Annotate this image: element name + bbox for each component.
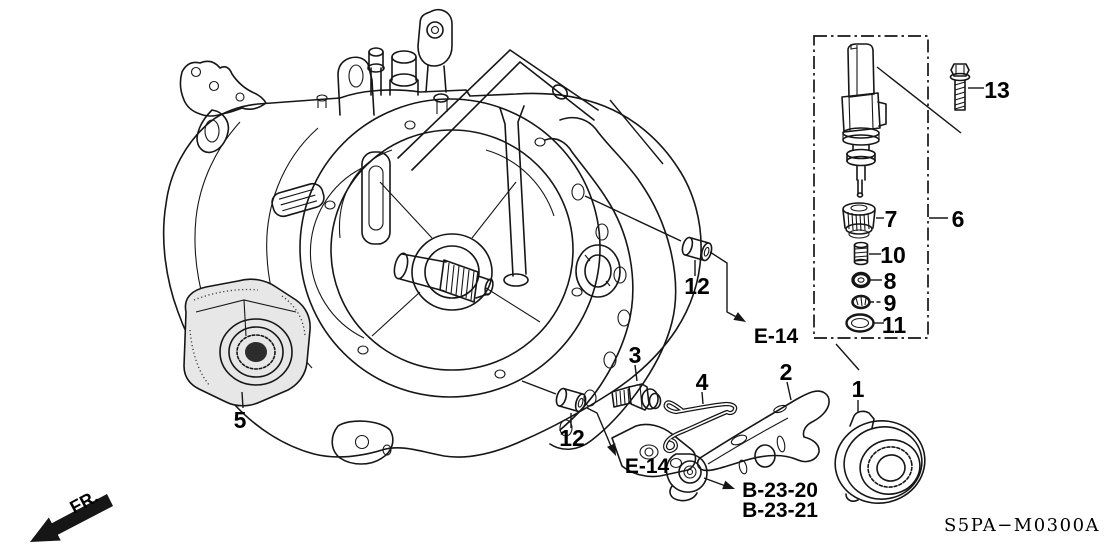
callout-9: 9 <box>884 290 897 316</box>
dowel-pin-part12-lower <box>555 387 587 413</box>
leader-lines <box>241 66 984 490</box>
release-fork-spring-part4 <box>663 400 738 454</box>
input-shaft <box>393 252 494 303</box>
callout-11: 11 <box>882 312 907 338</box>
callout-13: 13 <box>984 77 1010 103</box>
callout-8: 8 <box>884 268 897 294</box>
callout-12-lower: 12 <box>559 425 585 451</box>
ref-b-23-20: B-23-20 <box>742 479 818 502</box>
callout-2: 2 <box>780 359 793 385</box>
oring-part8 <box>851 271 871 289</box>
backup-switch-part3 <box>611 383 662 411</box>
callout-4: 4 <box>696 369 709 395</box>
ref-e14-upper: E-14 <box>754 325 799 348</box>
ref-e14-lower: E-14 <box>625 455 670 478</box>
release-bearing-part1 <box>834 410 926 504</box>
oring-part11 <box>845 313 875 333</box>
callout-10: 10 <box>880 242 906 268</box>
vss-sensor-part6 <box>841 43 887 198</box>
washer-part9 <box>851 294 871 310</box>
assembly-box-part6 <box>813 35 929 339</box>
callout-12-upper: 12 <box>684 273 710 299</box>
callout-6: 6 <box>952 206 965 232</box>
dowel-pin-part12-upper <box>681 236 713 262</box>
flange-bolt-part13 <box>949 63 971 111</box>
ref-b-23-21: B-23-21 <box>742 499 818 522</box>
fr-arrow-icon <box>30 494 113 542</box>
diagram-code: S5PA−M0300A <box>944 515 1100 536</box>
spring-part10 <box>853 241 869 266</box>
mount-bracket-part5 <box>183 278 311 407</box>
callout-7: 7 <box>885 206 898 232</box>
callout-5: 5 <box>234 407 247 433</box>
breather-bolts <box>316 47 449 114</box>
callout-1: 1 <box>852 376 865 402</box>
speedometer-gear-part7 <box>842 202 876 239</box>
release-fork-part2 <box>665 390 830 502</box>
fr-direction-indicator: FR. <box>30 486 113 542</box>
callout-3: 3 <box>629 342 642 368</box>
